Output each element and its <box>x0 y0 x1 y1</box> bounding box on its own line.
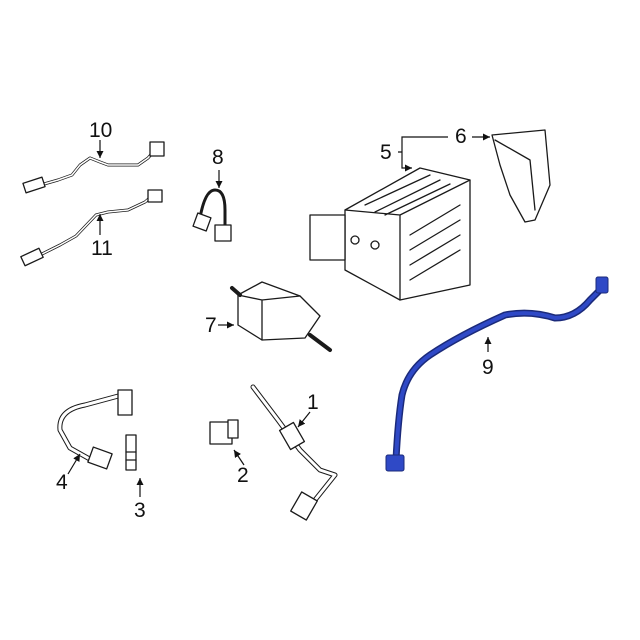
part-4-hose[interactable] <box>57 389 133 470</box>
callout-8: 8 <box>212 146 224 169</box>
callout-4: 4 <box>56 471 68 494</box>
callout-10: 10 <box>89 119 113 142</box>
callout-11: 11 <box>91 237 113 260</box>
leader-2 <box>233 449 245 466</box>
part-1-hose-assembly[interactable] <box>250 384 338 521</box>
part-2-connector[interactable] <box>209 419 239 445</box>
part-10-oxygen-sensor[interactable] <box>22 141 165 194</box>
callout-5: 5 <box>380 141 392 164</box>
part-7-purge-valve[interactable] <box>230 281 332 352</box>
callout-6: 6 <box>455 125 467 148</box>
part-5-vapor-canister[interactable] <box>309 167 471 301</box>
callout-3: 3 <box>134 499 146 522</box>
callout-2: 2 <box>237 464 249 487</box>
part-9-vapor-hose[interactable] <box>385 276 609 472</box>
leader-5 <box>398 136 448 168</box>
part-11-oxygen-sensor[interactable] <box>20 189 163 267</box>
callout-9: 9 <box>482 356 494 379</box>
part-3-fitting[interactable] <box>125 434 137 471</box>
part-6-bracket[interactable] <box>491 129 551 223</box>
callout-1: 1 <box>307 391 319 414</box>
leader-1 <box>297 411 311 428</box>
leader-4 <box>67 453 81 475</box>
callout-7: 7 <box>205 314 217 337</box>
part-8-harness[interactable] <box>192 188 232 242</box>
